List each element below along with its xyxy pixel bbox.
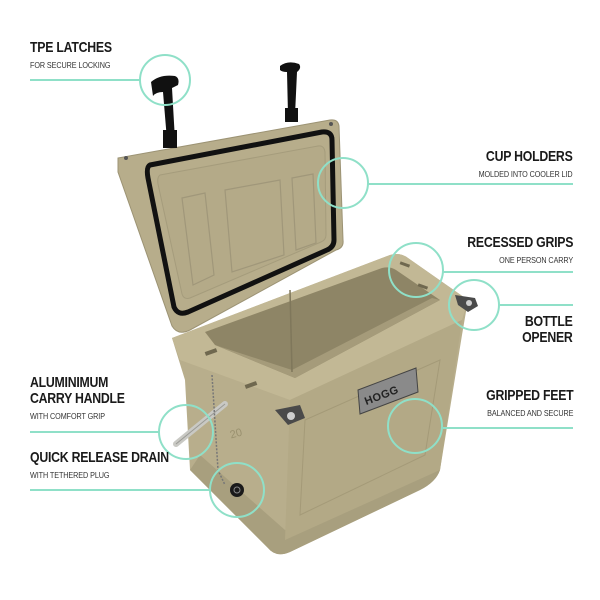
callout-cup-holders: CUP HOLDERS MOLDED INTO COOLER LID — [462, 148, 573, 180]
callout-title-line2: CARRY HANDLE — [30, 390, 125, 407]
callout-title: CUP HOLDERS — [486, 148, 573, 165]
callout-title: QUICK RELEASE DRAIN — [30, 449, 169, 466]
latch-right — [280, 62, 301, 122]
latch-left — [151, 75, 179, 148]
callout-drain: QUICK RELEASE DRAIN WITH TETHERED PLUG — [30, 449, 199, 481]
callout-subtitle: ONE PERSON CARRY — [499, 255, 573, 265]
callout-subtitle: WITH COMFORT GRIP — [30, 411, 105, 421]
callout-bottle-opener: BOTTLE OPENER — [511, 313, 574, 346]
callout-gripped-feet: GRIPPED FEET BALANCED AND SECURE — [467, 387, 574, 419]
callout-carry-handle: ALUMINIMUM CARRY HANDLE WITH COMFORT GRI… — [30, 374, 146, 422]
callout-title: GRIPPED FEET — [485, 387, 574, 404]
callout-subtitle: MOLDED INTO COOLER LID — [479, 169, 573, 179]
callout-subtitle: WITH TETHERED PLUG — [30, 470, 110, 480]
callout-recessed-grips: RECESSED GRIPS ONE PERSON CARRY — [444, 234, 573, 266]
cooler-lid — [117, 119, 344, 333]
callout-subtitle: BALANCED AND SECURE — [486, 408, 573, 418]
callout-lines — [30, 54, 573, 518]
brand-badge — [357, 367, 419, 415]
callout-title: RECESSED GRIPS — [467, 234, 573, 251]
callout-title-line1: ALUMINIMUM — [30, 374, 109, 391]
callout-title: TPE LATCHES — [30, 39, 112, 56]
callout-subtitle: FOR SECURE LOCKING — [30, 60, 111, 70]
cooler-body — [172, 254, 478, 555]
callout-tpe-latches: TPE LATCHES FOR SECURE LOCKING — [30, 39, 130, 71]
callout-title-line1: BOTTLE — [525, 313, 573, 330]
callout-title-line2: OPENER — [522, 329, 574, 346]
